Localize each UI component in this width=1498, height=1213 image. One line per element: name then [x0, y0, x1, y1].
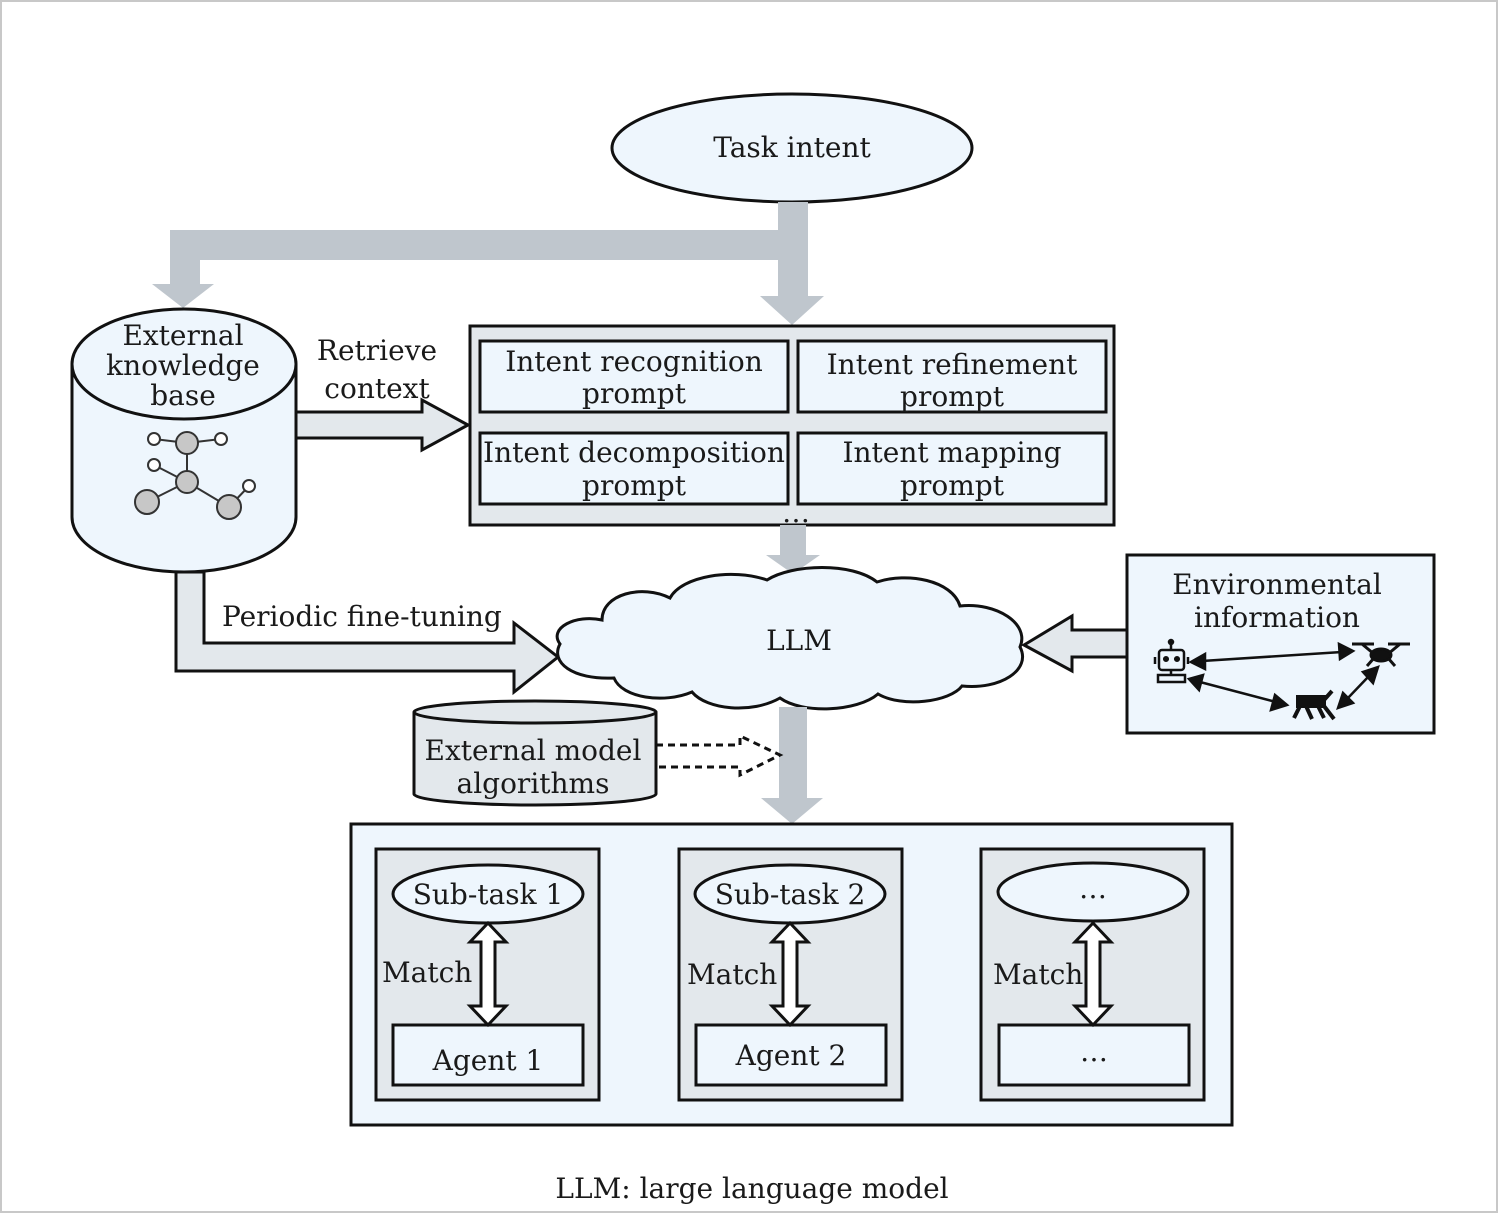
prompt-refinement-label: Intent refinement prompt	[826, 348, 1078, 413]
match-arrow-2	[768, 920, 812, 1028]
fine-tuning-arrow	[174, 570, 561, 696]
retrieve-context-label: Retrieve context	[316, 334, 438, 405]
prompt-box-decomposition	[478, 431, 790, 506]
task-intent-arrows	[152, 202, 824, 325]
agent-label-2: Agent 2	[735, 1039, 847, 1072]
task-intent-label: Task intent	[713, 131, 871, 164]
prompt-mapping-label: Intent mapping prompt	[842, 436, 1062, 502]
fine-tuning-label: Periodic fine-tuning	[222, 600, 502, 633]
agent-label-1: Agent 1	[432, 1044, 544, 1077]
llm-to-subtasks-arrow	[761, 707, 823, 824]
drone-icon	[1352, 642, 1410, 667]
match-arrow-3	[1071, 920, 1115, 1028]
external-model-cylinder	[412, 699, 658, 807]
knowledge-base-label: External knowledge base	[106, 319, 260, 412]
prompt-box-recognition	[478, 339, 790, 414]
prompts-to-llm-arrow	[766, 525, 820, 574]
agent-box-3	[997, 1023, 1191, 1087]
prompt-recognition-label: Intent recognition prompt	[505, 345, 763, 410]
environmental-info-label: Environmental information	[1172, 568, 1382, 634]
llm-cloud	[555, 566, 1024, 711]
robot-dog-icon	[1292, 689, 1336, 721]
match-arrow-1	[466, 920, 510, 1028]
agent-label-3: …	[1080, 1035, 1108, 1068]
knowledge-graph-icon	[134, 431, 256, 520]
subtask-label-1: Sub-task 1	[412, 878, 564, 911]
retrieve-context-arrow	[294, 397, 472, 453]
match-label-2: Match	[687, 958, 778, 991]
knowledge-base-cylinder	[70, 307, 298, 574]
external-model-dashed-arrow	[654, 733, 784, 778]
llm-label: LLM	[766, 624, 832, 657]
prompt-box-mapping	[796, 431, 1108, 506]
subtask-label-3: …	[1079, 872, 1107, 905]
agent-box-2	[694, 1023, 888, 1087]
prompt-more-label: …	[782, 496, 810, 529]
match-label-1: Match	[382, 956, 473, 989]
prompt-decomposition-label: Intent decomposition prompt	[483, 436, 785, 502]
robot-icon	[1153, 638, 1190, 684]
environment-connections	[1186, 641, 1380, 712]
prompt-box-refinement	[796, 339, 1108, 414]
diagram-caption: LLM: large language model	[555, 1172, 949, 1205]
subtask-label-2: Sub-task 2	[714, 878, 866, 911]
external-model-label: External model algorithms	[424, 734, 642, 800]
match-label-3: Match	[993, 958, 1084, 991]
environment-to-llm-arrow	[1020, 613, 1129, 674]
